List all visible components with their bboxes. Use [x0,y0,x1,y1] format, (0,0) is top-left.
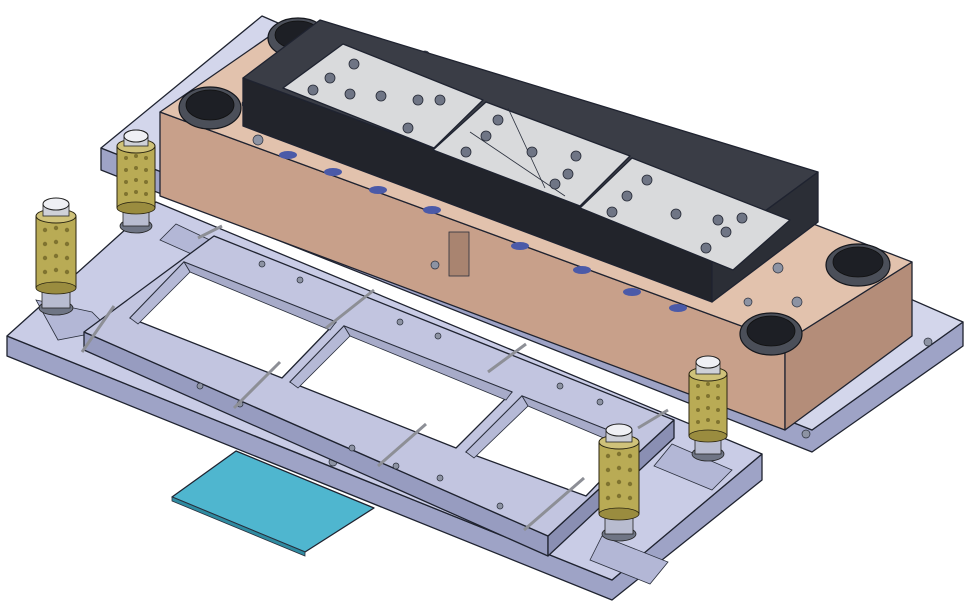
part-blank-icon [171,450,375,557]
blade [523,476,585,532]
cutting-blades [80,224,669,532]
bore-icon [739,312,803,356]
lower-die-set [6,201,763,601]
upper-plate-holes [801,337,933,439]
bore-icon [825,243,891,287]
punch-inserts [282,43,791,271]
stripper-openings [129,261,639,497]
blade [232,360,282,410]
guide-pillar-icon [116,129,156,234]
guide-pillars [35,129,728,542]
stripper-plate [80,224,675,557]
guide-pillar-icon [35,197,77,316]
punch-insert-icon [282,43,484,149]
punch-insert-icon [432,101,631,207]
bore-icon [178,86,242,130]
pocket [653,443,733,491]
punch-holder-slot [448,231,470,277]
blade [197,224,223,240]
blade [487,342,527,374]
guide-pillar-icon [598,423,640,542]
pilot-row [279,151,687,312]
blade [377,422,427,468]
punch-holder-pin-hole [430,260,440,270]
blade [637,408,669,430]
guide-pillar-icon [688,355,728,462]
punch-insert-icon [579,157,791,271]
upper-die-set [100,15,964,453]
blade [325,288,375,330]
blade [80,305,116,353]
pocket [589,535,669,585]
